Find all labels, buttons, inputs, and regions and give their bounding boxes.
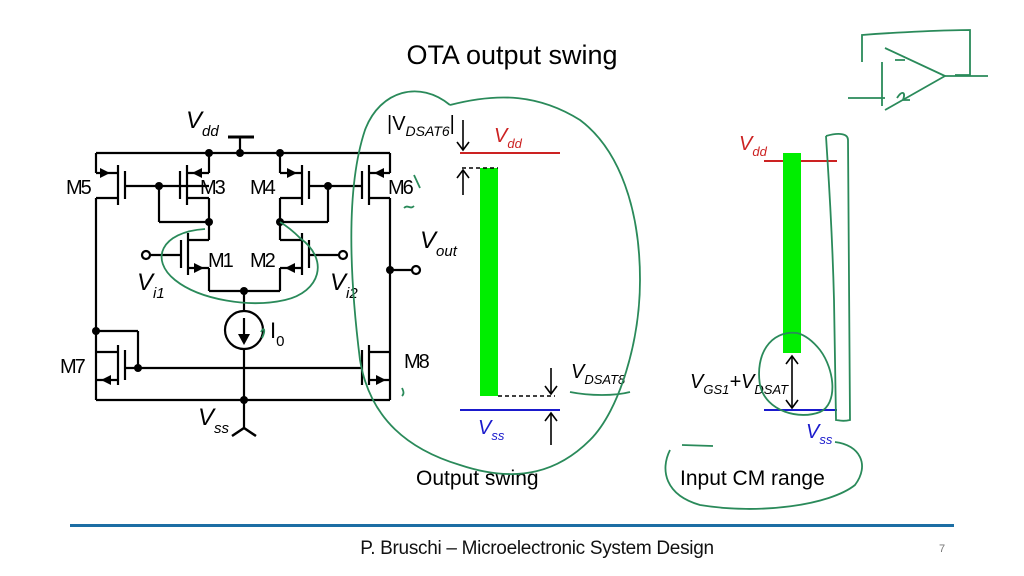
vss-label: Vss (198, 404, 230, 437)
m6-source-arrow (374, 168, 384, 178)
icm-vss-label: Vss (806, 421, 833, 447)
output-swing-diagram: |VDSAT6| Vdd VDSAT8 Vss Output swing (387, 113, 626, 490)
transistor-m7 (96, 329, 362, 385)
vi1-label: Vi1 (137, 269, 165, 302)
vdsat8-label: VDSAT8 (571, 361, 626, 387)
annotation-opamp-triangle (884, 47, 947, 111)
junction-dot (240, 287, 248, 295)
vdd-label: Vdd (186, 107, 219, 140)
annotation-diff-pair-loop (160, 221, 319, 304)
annotation-m6-squiggle (403, 205, 415, 209)
vout-label: Vout (420, 227, 458, 260)
label-m7: M7 (60, 356, 86, 378)
junction-dot (205, 149, 213, 157)
annotation-icm-caption-loop (664, 441, 863, 510)
junction-dot (240, 396, 248, 404)
annotation-opamp-feedback (861, 29, 971, 76)
annotation-icm-loop (758, 332, 834, 416)
annotation-i0-tick (260, 328, 266, 339)
input-cm-caption: Input CM range (680, 467, 825, 490)
m3-source-arrow (192, 168, 202, 178)
annotation-m8-tick (401, 387, 405, 397)
junction-dot (276, 149, 284, 157)
transistor-m4 (278, 153, 362, 240)
label-m6: M6 (388, 177, 414, 199)
vi2-label: Vi2 (330, 269, 358, 302)
junction-dot (92, 327, 100, 335)
transistor-m6 (360, 153, 392, 400)
annotation-icm-dash (681, 444, 714, 447)
input1-terminal (140, 249, 152, 261)
junction-dot (324, 182, 332, 190)
vss-symbol (231, 426, 257, 438)
label-m3: M3 (200, 177, 226, 199)
m5-source-arrow (100, 168, 110, 178)
label-m1: M1 (208, 250, 234, 272)
m4-source-arrow (287, 168, 297, 178)
i0-arrow (238, 334, 250, 345)
junction-dot (236, 149, 244, 157)
footer-text: P. Bruschi – Microelectronic System Desi… (360, 538, 714, 559)
m8-source-arrow (376, 375, 386, 385)
i0-label: I0 (270, 318, 284, 350)
junction-dot (155, 182, 163, 190)
vgs1-vdsat-label: VGS1+VDSAT (690, 371, 789, 397)
page-number: 7 (939, 543, 946, 555)
os-vss-label: Vss (478, 417, 505, 443)
icm-vdd-label: Vdd (739, 133, 768, 159)
label-m8: M8 (404, 351, 430, 373)
m7-source-arrow (101, 375, 111, 385)
slide-title: OTA output swing (406, 40, 618, 70)
label-m5: M5 (66, 177, 92, 199)
label-m4: M4 (250, 177, 276, 199)
handwritten-annotations (160, 29, 988, 510)
junction-dot (386, 266, 394, 274)
os-vdd-label: Vdd (494, 125, 523, 151)
m2-source-arrow (285, 263, 295, 273)
footer-rule (70, 524, 954, 527)
output-terminal (410, 264, 422, 276)
label-m2: M2 (250, 250, 276, 272)
annotation-m6-tick (413, 174, 421, 189)
icm-range-bar (783, 153, 801, 353)
annotation-opamp-plus (895, 59, 910, 101)
transistor-m5 (94, 153, 209, 400)
output-swing-caption: Output swing (416, 467, 539, 490)
junction-dot (205, 218, 213, 226)
junction-dot (134, 364, 142, 372)
output-range-bar (480, 168, 498, 396)
annotation-vdsat8-underline (569, 391, 631, 396)
m1-source-arrow (194, 263, 204, 273)
vdsat6-label: |VDSAT6| (387, 113, 455, 139)
input-cm-range-diagram: Vdd VGS1+VDSAT Vss Input CM range (680, 133, 837, 490)
annotation-icm-box (825, 133, 851, 422)
annotation-output-swing-loop (350, 90, 641, 476)
input2-terminal (337, 249, 349, 261)
